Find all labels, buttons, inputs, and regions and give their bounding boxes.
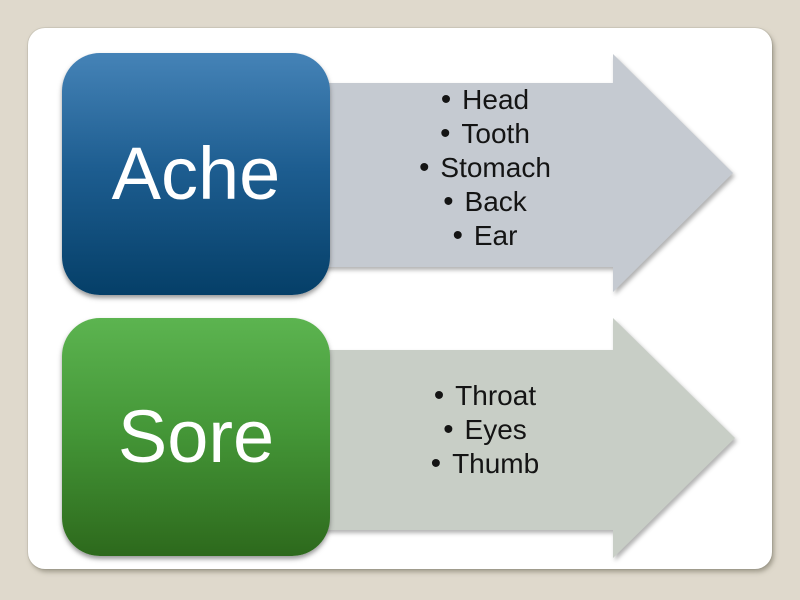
ache-box-label: Ache xyxy=(111,132,281,215)
diagram-arrows xyxy=(320,54,735,558)
bullet-glyph: • xyxy=(443,185,454,218)
slide-panel: Ache • Head • Tooth • Stomach • Back • E… xyxy=(28,28,772,569)
bullet-glyph: • xyxy=(440,117,451,150)
sore-box: Sore xyxy=(62,318,330,556)
list-item: • Ear xyxy=(340,219,630,253)
list-item-label: Head xyxy=(462,84,530,115)
bullet-glyph: • xyxy=(440,83,452,116)
list-item-label: Back xyxy=(464,186,527,217)
list-item: • Back xyxy=(340,185,630,219)
bullet-glyph: • xyxy=(433,379,445,412)
list-item-label: Throat xyxy=(455,380,537,411)
sore-arrow-shape xyxy=(320,318,735,558)
list-item: • Thumb xyxy=(340,447,630,481)
list-item: • Head xyxy=(340,83,630,117)
ache-list: • Head • Tooth • Stomach • Back • Ear xyxy=(340,76,630,260)
list-item-label: Tooth xyxy=(461,118,530,149)
sore-box-label: Sore xyxy=(117,395,275,478)
list-item-label: Stomach xyxy=(440,152,551,183)
list-item-label: Ear xyxy=(473,220,518,251)
list-item-label: Eyes xyxy=(464,414,527,445)
list-item-label: Thumb xyxy=(452,448,540,479)
list-item: • Throat xyxy=(340,379,630,413)
bullet-glyph: • xyxy=(430,447,442,480)
list-item: • Stomach xyxy=(340,151,630,185)
list-item: • Eyes xyxy=(340,413,630,447)
bullet-glyph: • xyxy=(443,413,454,446)
ache-box: Ache xyxy=(62,53,330,295)
sore-list: • Throat • Eyes • Thumb xyxy=(340,340,630,520)
bullet-glyph: • xyxy=(452,219,463,252)
ache-arrow-shape xyxy=(320,54,733,292)
bullet-glyph: • xyxy=(419,151,430,184)
list-item: • Tooth xyxy=(340,117,630,151)
